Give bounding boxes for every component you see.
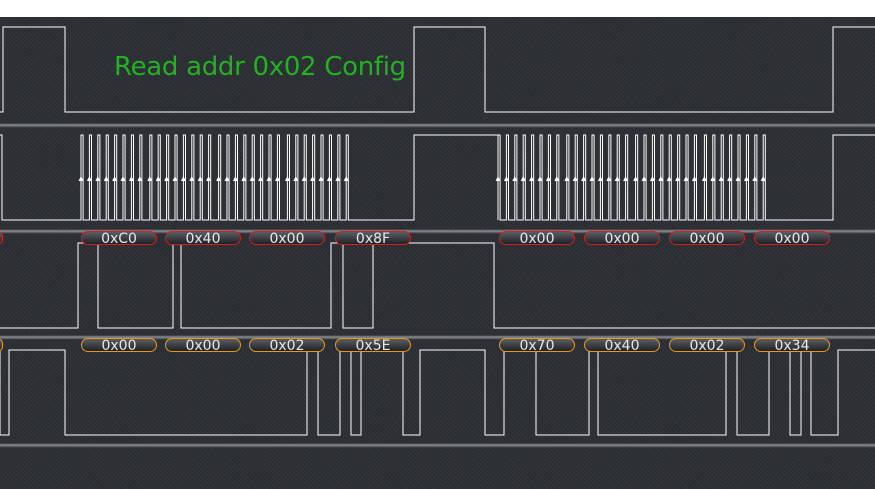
rising-edge-arrow-icon: [197, 176, 203, 181]
miso-decoded-byte[interactable]: 0x5E: [335, 338, 411, 353]
miso-decoded-byte[interactable]: 0x00: [81, 338, 157, 353]
rising-edge-arrow-icon: [581, 176, 587, 181]
rising-edge-arrow-icon: [301, 176, 307, 181]
rising-edge-arrow-icon: [520, 176, 526, 181]
channel-separator[interactable]: [0, 229, 875, 234]
rising-edge-arrow-icon: [545, 176, 551, 181]
rising-edge-arrow-icon: [589, 176, 595, 181]
miso-channel-lane: [0, 340, 875, 443]
rising-edge-arrow-icon: [735, 176, 741, 181]
rising-edge-arrow-icon: [710, 176, 716, 181]
rising-edge-arrow-icon: [180, 176, 186, 181]
rising-edge-arrow-icon: [216, 176, 222, 181]
channel-separator[interactable]: [0, 123, 875, 128]
miso-decoded-byte[interactable]: 0x00: [165, 338, 241, 353]
rising-edge-arrow-icon: [293, 176, 299, 181]
rising-edge-arrow-icon: [120, 176, 126, 181]
rising-edge-arrow-icon: [658, 176, 664, 181]
mosi-channel-lane: [0, 234, 875, 335]
rising-edge-arrow-icon: [318, 176, 324, 181]
clock-trace: [0, 134, 875, 221]
rising-edge-arrow-icon: [760, 176, 766, 181]
mosi-decoded-byte[interactable]: 0x00: [499, 231, 575, 246]
enable-channel-lane: [0, 17, 875, 123]
rising-edge-arrow-icon: [537, 176, 543, 181]
mosi-decoded-byte[interactable]: 0xC0: [81, 231, 157, 246]
rising-edge-arrow-icon: [206, 176, 212, 181]
rising-edge-arrow-icon: [112, 176, 118, 181]
rising-edge-arrow-icon: [103, 176, 109, 181]
rising-edge-arrow-icon: [232, 176, 238, 181]
miso-decoded-byte[interactable]: 0x02: [669, 338, 745, 353]
rising-edge-arrow-icon: [614, 176, 620, 181]
rising-edge-arrow-icon: [606, 176, 612, 181]
channel-separator[interactable]: [0, 335, 875, 340]
rising-edge-arrow-icon: [512, 176, 518, 181]
rising-edge-arrow-icon: [335, 176, 341, 181]
rising-edge-arrow-icon: [743, 176, 749, 181]
rising-edge-arrow-icon: [274, 176, 280, 181]
rising-edge-arrow-icon: [641, 176, 647, 181]
rising-edge-arrow-icon: [249, 176, 255, 181]
rising-edge-arrow-icon: [343, 176, 349, 181]
rising-edge-arrow-icon: [128, 176, 134, 181]
channel-separator[interactable]: [0, 443, 875, 448]
rising-edge-arrow-icon: [691, 176, 697, 181]
transaction-annotation: Read addr 0x02 Config: [114, 52, 406, 82]
rising-edge-arrow-icon: [564, 176, 570, 181]
rising-edge-arrow-icon: [495, 176, 501, 181]
empty-channel-lane: [0, 448, 875, 489]
mosi-decoded-byte[interactable]: 0x00: [584, 231, 660, 246]
mosi-decoded-byte[interactable]: 0x8F: [335, 231, 411, 246]
mosi-decoded-byte[interactable]: 0x40: [165, 231, 241, 246]
rising-edge-arrow-icon: [718, 176, 724, 181]
rising-edge-arrow-icon: [572, 176, 578, 181]
rising-edge-arrow-icon: [666, 176, 672, 181]
rising-edge-arrow-icon: [503, 176, 509, 181]
rising-edge-arrow-icon: [701, 176, 707, 181]
miso-decoded-byte[interactable]: 0x70: [499, 338, 575, 353]
rising-edge-arrow-icon: [284, 176, 290, 181]
mosi-decoded-byte[interactable]: 0x00: [249, 231, 325, 246]
rising-edge-arrow-icon: [597, 176, 603, 181]
rising-edge-arrow-icon: [86, 176, 92, 181]
rising-edge-arrow-icon: [258, 176, 264, 181]
rising-edge-arrow-icon: [95, 176, 101, 181]
rising-edge-arrow-icon: [266, 176, 272, 181]
rising-edge-arrow-icon: [529, 176, 535, 181]
mosi-decoded-byte[interactable]: 0x00: [669, 231, 745, 246]
rising-edge-arrow-icon: [649, 176, 655, 181]
rising-edge-arrow-icon: [164, 176, 170, 181]
rising-edge-arrow-icon: [310, 176, 316, 181]
miso-decoded-byte[interactable]: 0x02: [249, 338, 325, 353]
rising-edge-arrow-icon: [241, 176, 247, 181]
miso-decoded-byte[interactable]: 0x40: [584, 338, 660, 353]
rising-edge-arrow-icon: [147, 176, 153, 181]
rising-edge-arrow-icon: [727, 176, 733, 181]
rising-edge-arrow-icon: [752, 176, 758, 181]
rising-edge-arrow-icon: [554, 176, 560, 181]
miso-decoded-byte[interactable]: 0x34: [754, 338, 830, 353]
top-bar: [0, 0, 875, 17]
rising-edge-arrow-icon: [78, 176, 84, 181]
rising-edge-arrow-icon: [155, 176, 161, 181]
rising-edge-arrow-icon: [633, 176, 639, 181]
rising-edge-arrow-icon: [683, 176, 689, 181]
mosi-decoded-byte[interactable]: 0x00: [754, 231, 830, 246]
rising-edge-arrow-icon: [189, 176, 195, 181]
rising-edge-arrow-icon: [137, 176, 143, 181]
rising-edge-arrow-icon: [224, 176, 230, 181]
rising-edge-arrow-icon: [172, 176, 178, 181]
rising-edge-arrow-icon: [326, 176, 332, 181]
rising-edge-arrow-icon: [675, 176, 681, 181]
rising-edge-arrow-icon: [623, 176, 629, 181]
